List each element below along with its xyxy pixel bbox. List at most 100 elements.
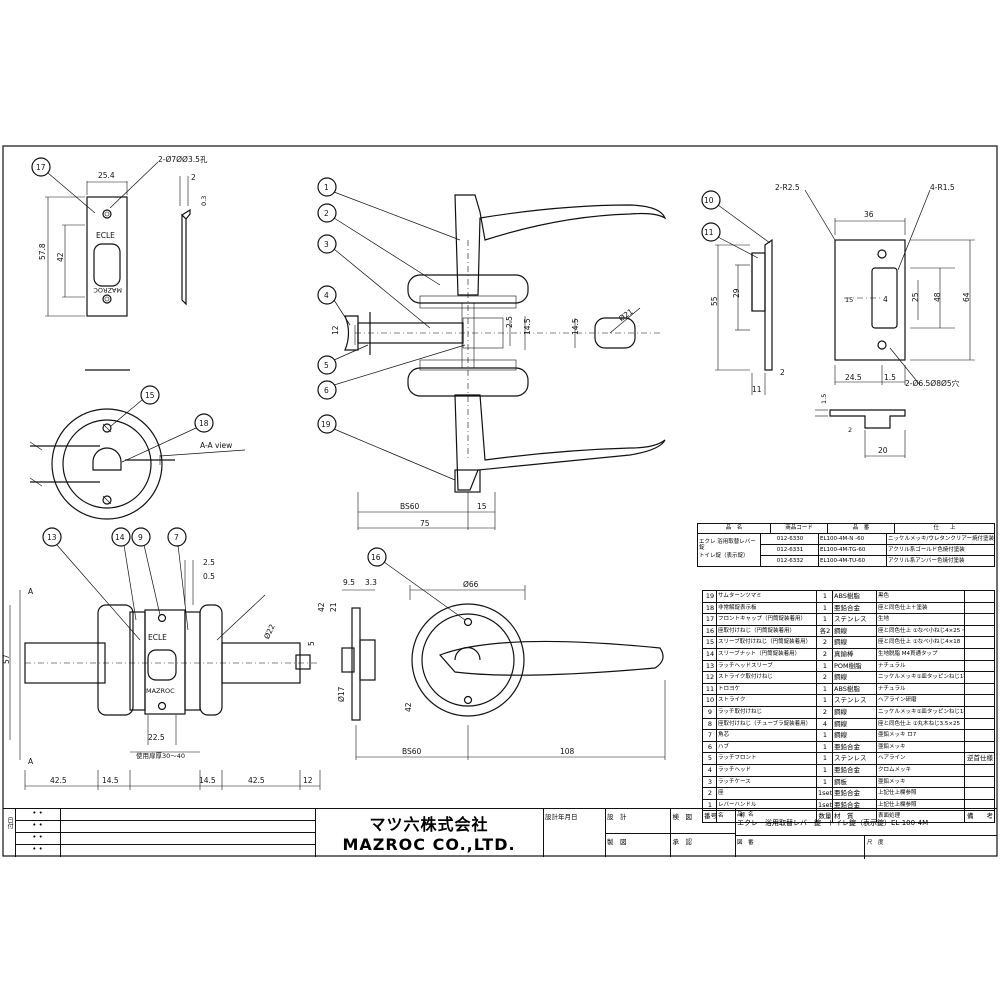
parts-cell-mat: 鋼線 (833, 730, 877, 741)
parts-cell-finish: 亜鉛メッキ ロ7 (877, 730, 965, 741)
product-cell-finish: ニッケルメッキ/ウレタンクリアー焼付塗装 (887, 536, 994, 542)
dim-42-5-left: 42.5 (50, 776, 67, 785)
parts-cell-no: 19 (703, 591, 717, 602)
prod-header-part: 品 番 (828, 524, 895, 533)
parts-cell-mat: POM樹脂 (833, 660, 877, 672)
dim-12-front: 12 (331, 325, 340, 335)
parts-cell-name: 座取付けねじ（チューブラ錠装着用） (717, 718, 817, 730)
parts-cell-name: 角芯 (717, 730, 817, 741)
parts-cell-mat: 真鍮棒 (833, 648, 877, 660)
company-en: MAZROC CO.,LTD. (342, 835, 516, 854)
callout-14: 14 (115, 533, 125, 542)
parts-row: 12ストライク取付けねじ2鋼線ニッケルメッキ①皿タッピンねじ1種3×25 (703, 672, 995, 684)
dim-4-right: 4 (883, 295, 888, 304)
drawing-border (2, 145, 998, 857)
parts-cell-finish: 座と同色仕上 ①なべ小ねじ4×25・35 (877, 625, 965, 637)
parts-cell-note (965, 695, 995, 706)
callout-9: 9 (138, 533, 143, 542)
product-cell-code: 012-6332 (761, 556, 819, 566)
parts-cell-finish: ニッケルメッキ①皿タッピンねじ1種3×25 (877, 672, 965, 683)
product-cell-finish: アクリル系ゴールド色焼付塗装 (887, 547, 965, 553)
parts-cell-note (965, 683, 995, 695)
parts-cell-no: 9 (703, 706, 717, 718)
prod-header-code: 商品コード (771, 524, 828, 533)
parts-cell-note (965, 637, 995, 648)
callout-1: 1 (324, 183, 329, 192)
parts-cell-mat: 材 質 (833, 811, 877, 822)
dim-0-5-side: 0.5 (203, 572, 215, 581)
parts-cell-finish: ヘアライン研磨 (877, 695, 965, 706)
parts-cell-note: 備 考 (967, 811, 995, 822)
label-a-bottom: A (28, 757, 34, 766)
parts-cell-note (965, 614, 995, 625)
parts-cell-qty: 2 (817, 672, 833, 683)
parts-cell-finish: 亜鉛メッキ (877, 741, 965, 753)
parts-cell-finish: ニッケルメッキ①皿タッピンねじ1種3×25 (877, 706, 965, 718)
parts-cell-mat: ステンレス (833, 753, 877, 764)
dim-r1-5: 4-R1.5 (930, 183, 955, 192)
dim-3-3: 3.3 (365, 578, 377, 587)
strike-label-bottom: MAZROC (93, 286, 122, 294)
dim-57-side: 57 (2, 654, 11, 664)
parts-cell-qty: 1 (817, 591, 833, 602)
parts-cell-finish: 亜鉛メッキ (877, 776, 965, 788)
product-cell-part: EL100-4M-TU-60 (819, 556, 887, 566)
parts-cell-mat: 鋼線 (833, 637, 877, 648)
label-draft: 製 図 (605, 834, 671, 857)
label-check: 検 図 (672, 813, 693, 821)
parts-cell-finish: 黒色 (877, 591, 965, 602)
callout-17: 17 (36, 163, 46, 172)
dim-1-5-keeper: 1.5 (820, 394, 828, 404)
parts-cell-note (965, 591, 995, 602)
parts-cell-name: 非常解錠表示板 (717, 602, 817, 614)
product-cell-finish: アクリル系アンバー色焼付塗装 (887, 558, 965, 564)
parts-cell-name: スリーブナット（円筒錠装着用） (717, 648, 817, 660)
dim-15-right: 15 (845, 296, 853, 304)
parts-cell-note (965, 660, 995, 672)
parts-cell-mat: 亜鉛合金 (833, 788, 877, 799)
parts-cell-no: 17 (703, 614, 717, 625)
strike-plate-view: ECLE MAZROC 25.4 57.8 42 2-Ø7ØØ3.5孔 2 0.… (31, 155, 208, 371)
label-scale: 尺 度 (867, 840, 884, 846)
product-table: 品 名 商品コード 品 番 仕 上 エクレ 浴用取替レバー錠 トイレ錠（表示錠）… (697, 523, 995, 567)
parts-cell-note (965, 718, 995, 730)
dim-42-rear-top: 42 (317, 602, 326, 612)
label-approve: 承 認 (672, 838, 693, 846)
callout-19: 19 (321, 420, 331, 429)
dim-75-front: 75 (420, 519, 430, 528)
dim-25-4: 25.4 (98, 171, 115, 180)
dim-17-rear: Ø17 (337, 686, 346, 702)
parts-cell-no: 15 (703, 637, 717, 648)
parts-cell-finish: 上記仕上欄参照 (877, 788, 965, 799)
dim-11-right: 11 (752, 385, 762, 394)
parts-cell-no: 16 (703, 625, 717, 637)
callout-10: 10 (704, 196, 714, 205)
callout-13: 13 (47, 533, 57, 542)
parts-cell-mat: ステンレス (833, 614, 877, 625)
dim-5-side: 5 (307, 641, 316, 646)
product-cell-code: 012-6331 (761, 545, 819, 555)
dim-20-keeper: 20 (878, 446, 888, 455)
prod-header-name: 品 名 (698, 524, 771, 533)
parts-cell-name: ラッチヘッド (717, 764, 817, 776)
parts-cell-qty: 1 (817, 753, 833, 764)
parts-cell-qty: 1 (817, 695, 833, 706)
parts-cell-qty: 4 (817, 718, 833, 730)
parts-header-row: 番号名 称数量材 質表面処理備 考 (703, 811, 995, 823)
parts-cell-name: ストライク (717, 695, 817, 706)
label-product: 品 名 (737, 812, 754, 818)
dim-1-5-right: 1.5 (884, 373, 896, 382)
dim-22-5-side: 22.5 (148, 733, 165, 742)
product-cell-part: EL100-4M-TG-60 (819, 545, 887, 555)
callout-5: 5 (324, 361, 329, 370)
dim-12-right: 12 (303, 776, 313, 785)
dim-64-right: 64 (962, 292, 971, 302)
parts-cell-mat: 鋼線 (833, 706, 877, 718)
